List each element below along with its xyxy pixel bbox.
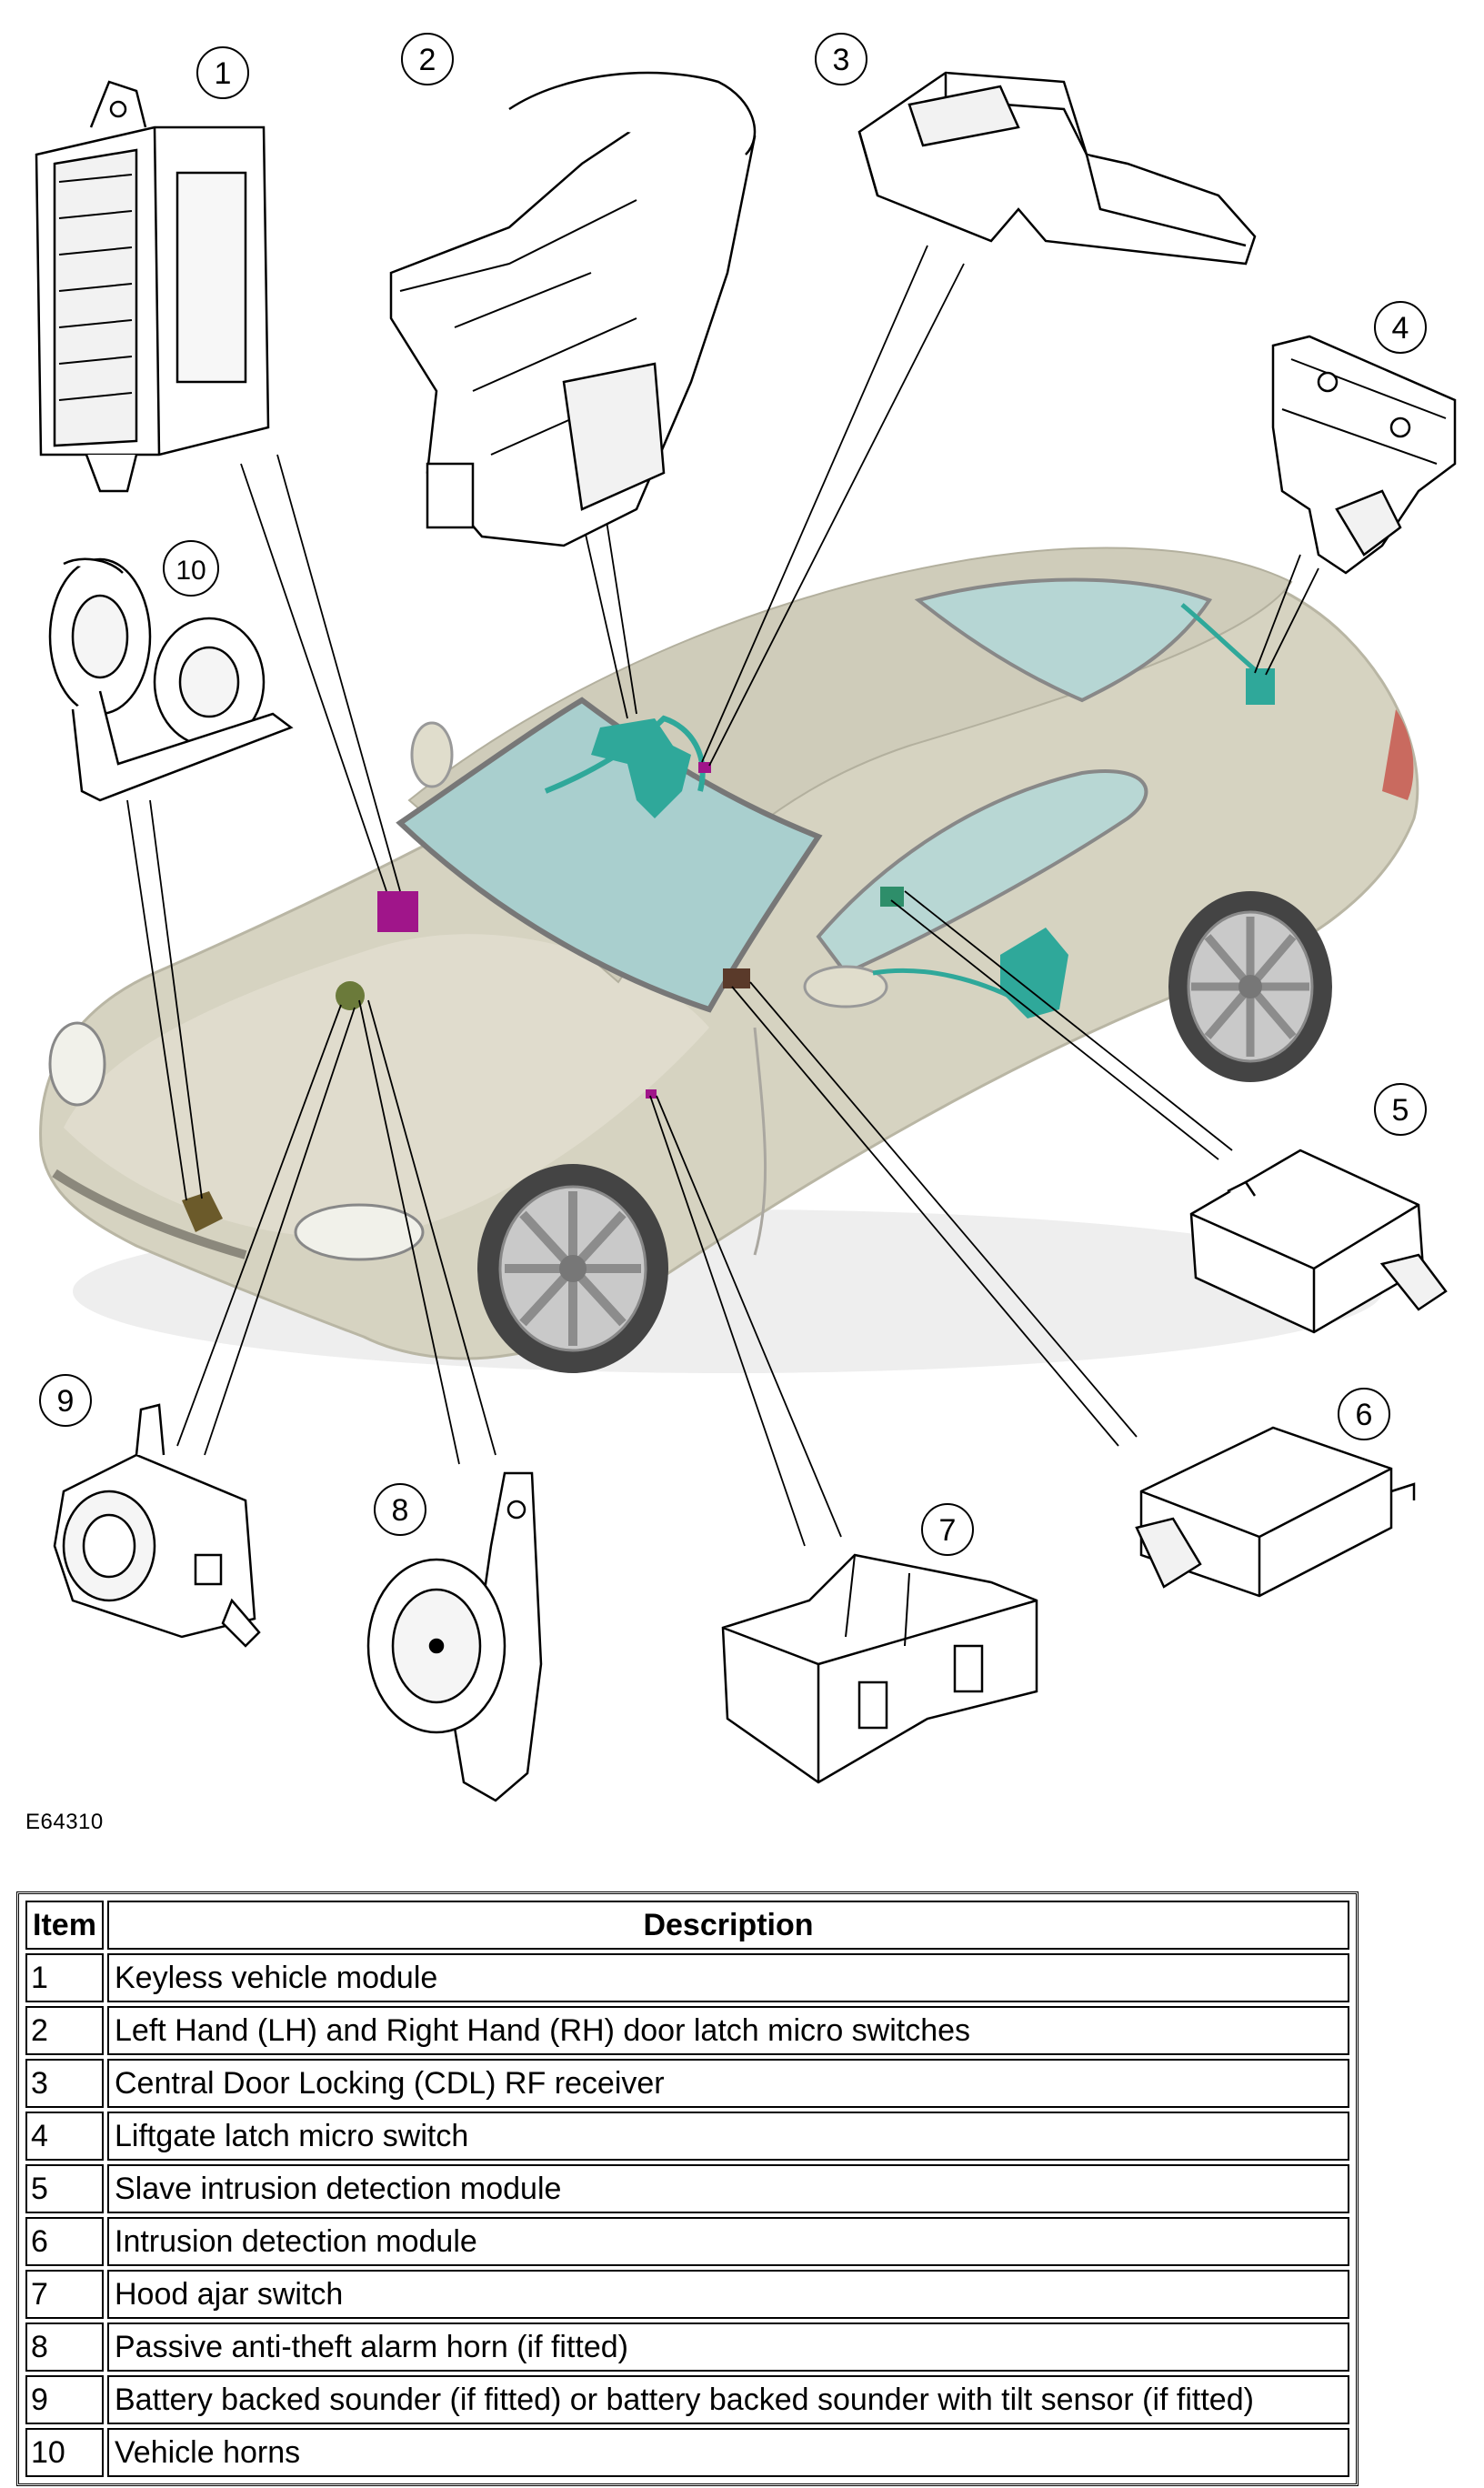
rear-wheel (1168, 891, 1332, 1082)
door-latch-drawing (389, 71, 757, 547)
figure-reference: E64310 (25, 1810, 104, 1834)
callout-8: 8 (374, 1483, 426, 1536)
svg-text:1: 1 (215, 56, 232, 91)
item-description: Central Door Locking (CDL) RF receiver (107, 2059, 1349, 2108)
item-description: Liftgate latch micro switch (107, 2112, 1349, 2161)
callout-3: 3 (815, 33, 867, 85)
callout-9: 9 (39, 1374, 92, 1427)
callout-10: 10 (163, 540, 219, 597)
legend-header-row: Item Description (25, 1901, 1349, 1950)
vehicle-horns-drawing (48, 557, 294, 802)
item-number: 6 (25, 2217, 104, 2266)
callouts: 1 2 3 4 5 6 7 8 (39, 33, 1427, 1556)
svg-text:6: 6 (1356, 1398, 1373, 1432)
vehicle-illustration (39, 547, 1419, 1373)
keyless-vehicle-module-drawing (35, 80, 270, 493)
item-description: Vehicle horns (107, 2428, 1349, 2477)
item-number: 4 (25, 2112, 104, 2161)
item-number: 5 (25, 2164, 104, 2213)
callout-6: 6 (1338, 1388, 1390, 1440)
liftgate-latch-drawing (1271, 335, 1457, 575)
svg-text:10: 10 (175, 556, 206, 586)
item-column-header: Item (25, 1901, 104, 1950)
svg-text:7: 7 (939, 1513, 957, 1548)
rh-door-latch-marker (1000, 928, 1068, 1018)
item-number: 1 (25, 1953, 104, 2002)
callout-7: 7 (921, 1503, 974, 1556)
item-description: Keyless vehicle module (107, 1953, 1349, 2002)
front-wheel (477, 1164, 668, 1373)
intrusion-module-drawing (1135, 1426, 1416, 1598)
callout-1: 1 (196, 46, 249, 99)
alarm-horn-marker (336, 981, 365, 1010)
slave-intrusion-marker (880, 887, 904, 907)
hood-ajar-switch-drawing (721, 1553, 1038, 1784)
cdl-rf-receiver-drawing (857, 71, 1257, 266)
item-number: 2 (25, 2006, 104, 2055)
battery-backed-sounder-drawing (53, 1403, 261, 1648)
windshield (396, 697, 823, 1013)
vehicle-horn-marker (182, 1191, 223, 1232)
hood-ajar-marker (646, 1089, 657, 1099)
description-column-header: Description (107, 1901, 1349, 1950)
item-description: Hood ajar switch (107, 2270, 1349, 2319)
item-number: 10 (25, 2428, 104, 2477)
item-number: 7 (25, 2270, 104, 2319)
alarm-horn-drawing (366, 1471, 543, 1802)
item-number: 8 (25, 2322, 104, 2372)
keyless-module-marker (377, 891, 418, 932)
cdl-receiver-marker (698, 762, 711, 773)
leader-lines (126, 245, 1319, 1547)
item-description: Passive anti-theft alarm horn (if fitted… (107, 2322, 1349, 2372)
svg-text:2: 2 (419, 43, 436, 77)
item-number: 3 (25, 2059, 104, 2108)
callout-5: 5 (1374, 1083, 1427, 1136)
slave-intrusion-module-drawing (1189, 1149, 1448, 1334)
svg-text:9: 9 (57, 1384, 75, 1419)
item-description: Slave intrusion detection module (107, 2164, 1349, 2213)
item-description: Left Hand (LH) and Right Hand (RH) door … (107, 2006, 1349, 2055)
door-latch-harness-marker (591, 718, 691, 818)
intrusion-module-marker (723, 968, 750, 988)
callout-4: 4 (1374, 301, 1427, 354)
svg-text:8: 8 (392, 1493, 409, 1528)
item-description: Battery backed sounder (if fitted) or ba… (107, 2375, 1349, 2424)
item-number: 9 (25, 2375, 104, 2424)
callout-2: 2 (401, 33, 454, 85)
liftgate-switch-marker (1246, 668, 1275, 705)
item-description: Intrusion detection module (107, 2217, 1349, 2266)
svg-text:4: 4 (1392, 311, 1409, 346)
vehicle-component-markers (182, 603, 1275, 1232)
component-location-diagram: 1 2 3 4 5 6 7 8 (35, 33, 1457, 1802)
svg-text:5: 5 (1392, 1093, 1409, 1128)
svg-text:3: 3 (833, 43, 850, 77)
